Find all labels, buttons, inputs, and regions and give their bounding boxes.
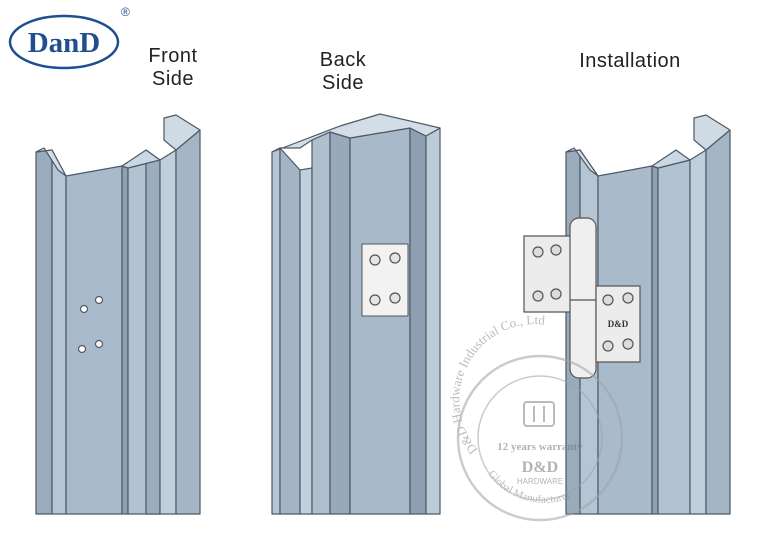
installation-label: Installation <box>579 50 681 72</box>
dand-logo: DanD ® <box>8 5 130 70</box>
stamp-arc-text: D&D Hardware Industrial Co., Ltd <box>447 312 546 457</box>
svg-text:D&D Hardware Industrial Co., L: D&D Hardware Industrial Co., Ltd <box>447 312 546 457</box>
hinge-plate-text: D&D <box>608 319 629 329</box>
stamp-sub: HARDWARE <box>517 477 563 486</box>
stamp-warranty: 12 years warranty <box>497 441 583 453</box>
front-frame <box>35 114 201 515</box>
back-frame <box>271 113 441 515</box>
stamp-brand: D&D <box>522 459 558 476</box>
registered-mark: ® <box>121 5 130 19</box>
logo-text: DanD <box>28 27 101 59</box>
installation-frame: D&D <box>523 114 731 515</box>
